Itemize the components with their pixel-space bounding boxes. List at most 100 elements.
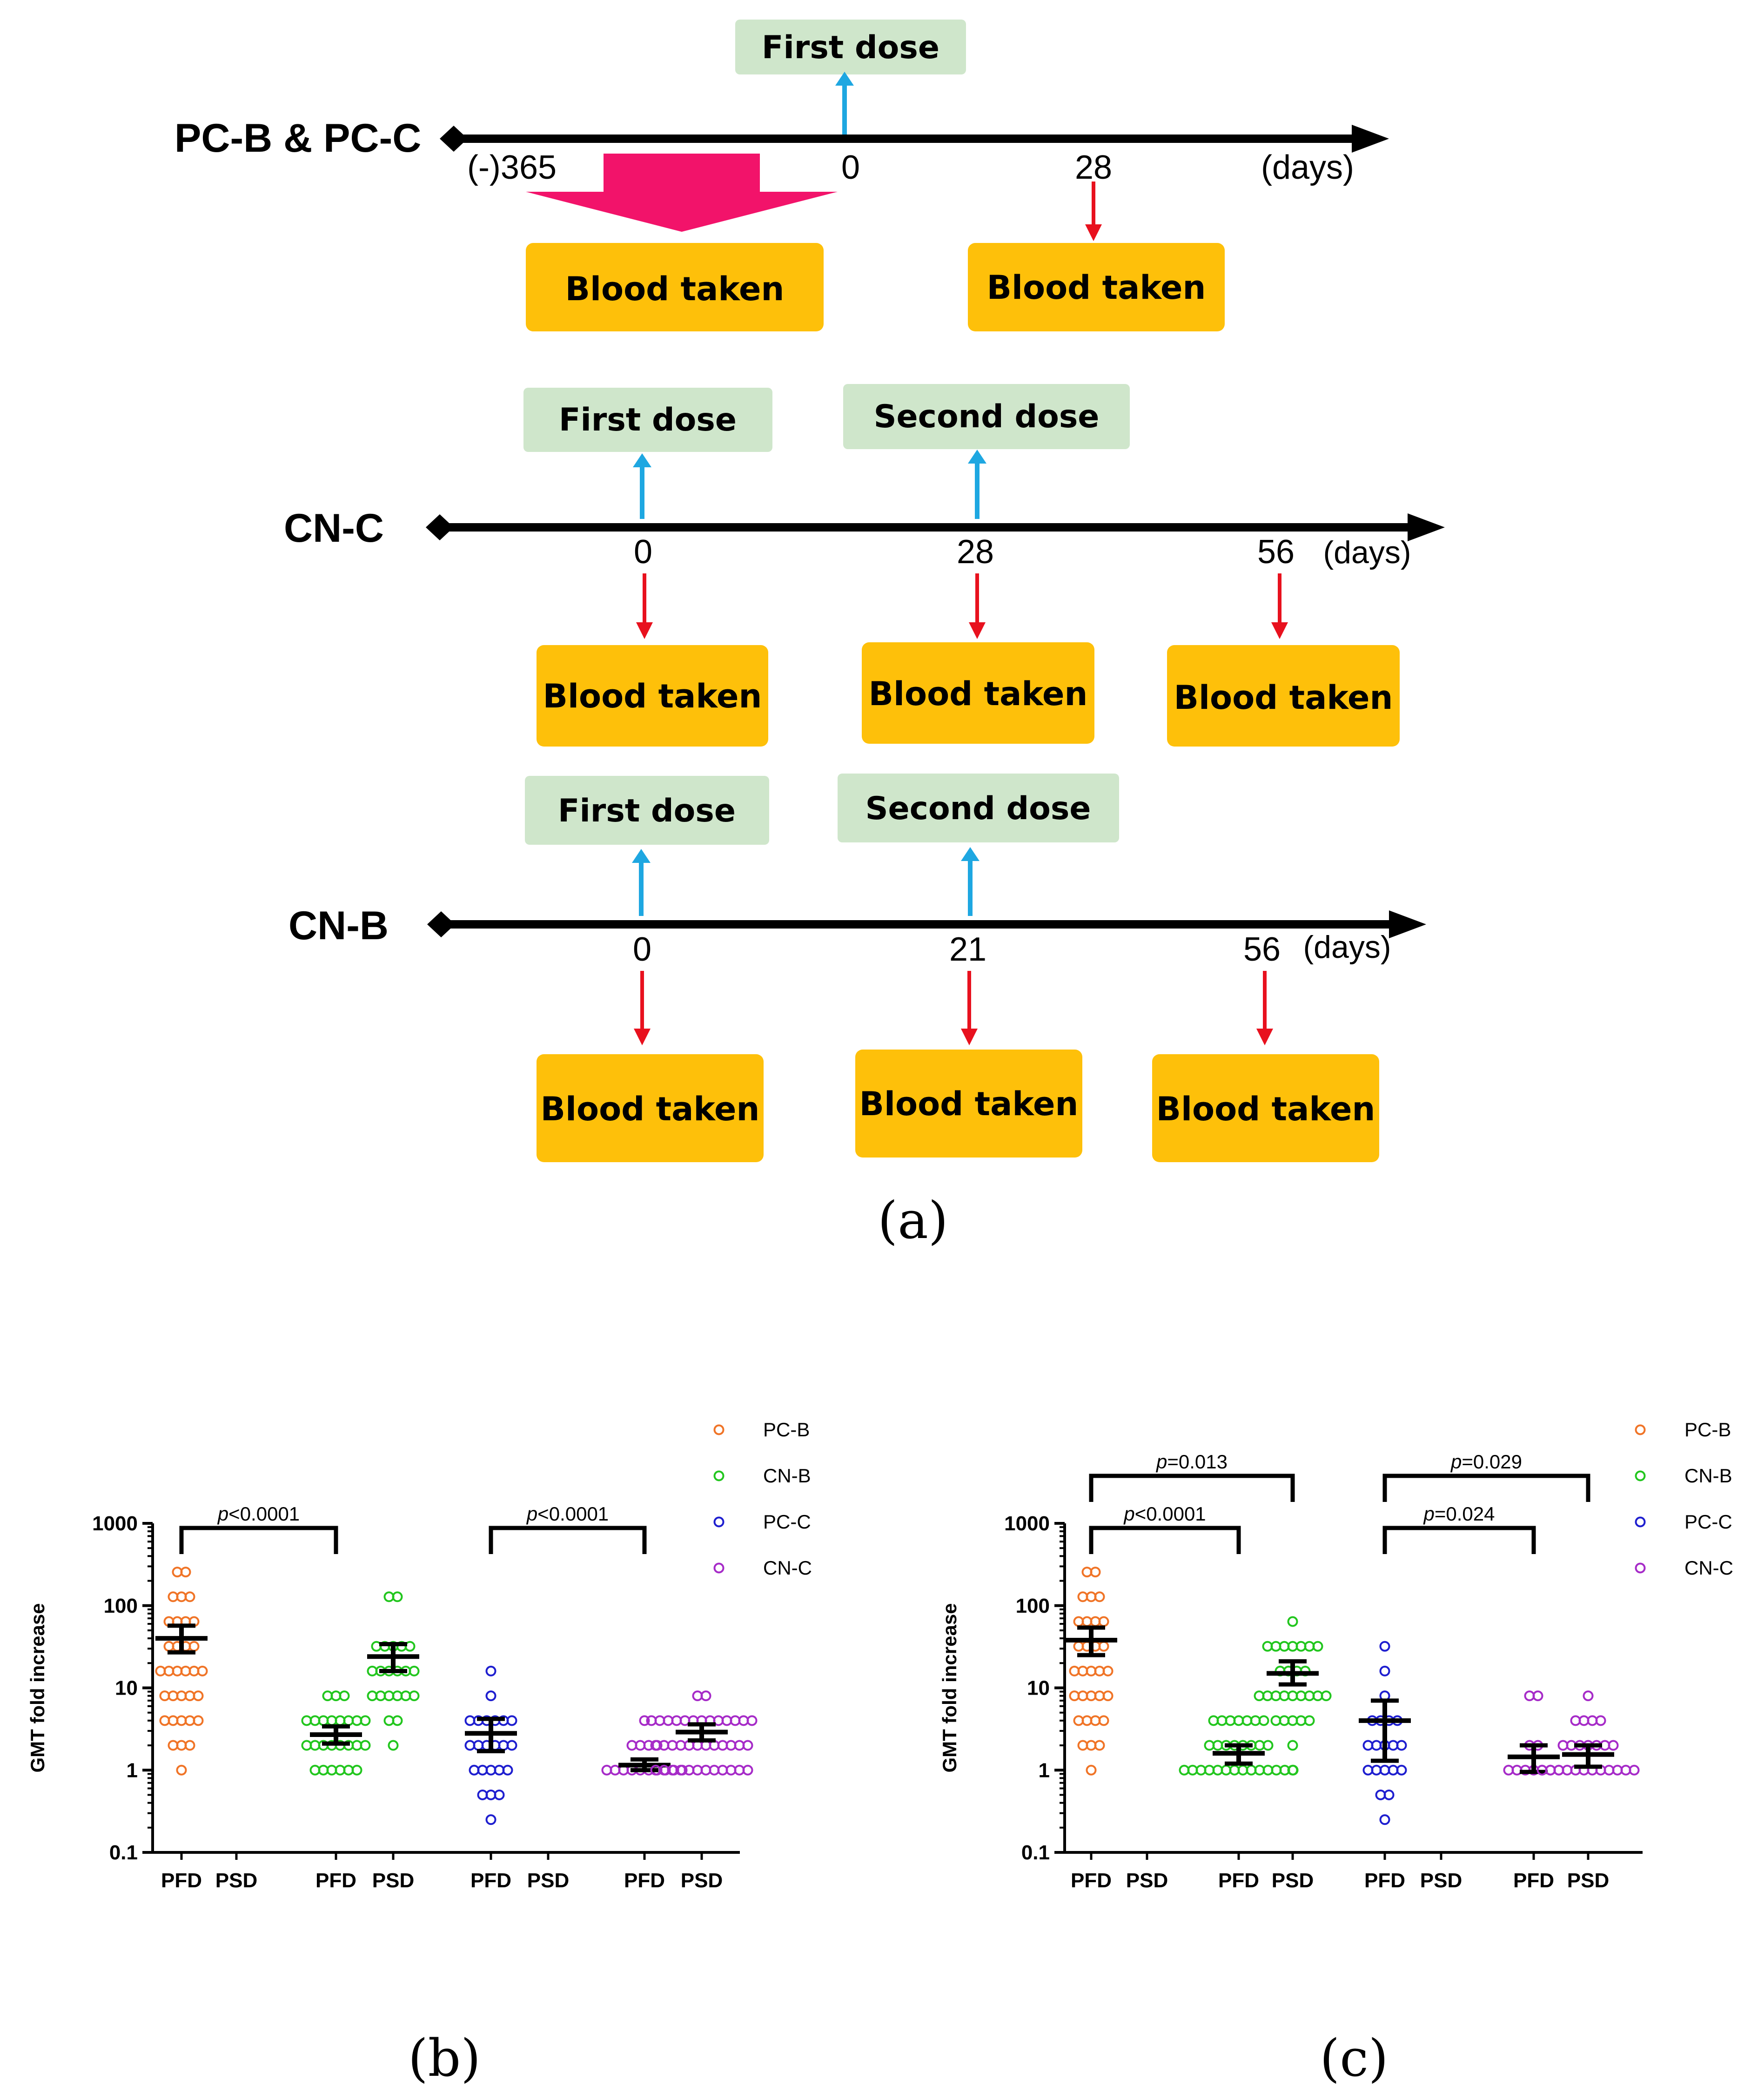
data-point [184,1740,195,1751]
y-tick-label: 100 [1016,1595,1050,1617]
legend-label: CN-B [1684,1465,1732,1487]
data-point [1379,1641,1390,1652]
tick-label: 0 [841,149,860,186]
panel-label: (c) [1320,2028,1388,2088]
data-point [1379,1665,1390,1676]
blood-arrow-head [1271,622,1288,639]
p-value-label: p<0.0001 [526,1503,609,1525]
x-tick-label: PFD [470,1869,511,1892]
x-tick-label: PFD [1071,1869,1112,1892]
data-point [360,1715,371,1726]
first-dose-label: First dose [762,29,939,66]
blood-arrow-head [961,1029,978,1045]
second-dose-label: Second dose [865,790,1091,827]
data-point [1090,1567,1101,1578]
data-point [1379,1814,1390,1825]
data-point [746,1715,758,1726]
timeline-name: CN-B [288,903,389,948]
legend-marker [713,1516,725,1528]
data-point [485,1814,496,1825]
data-point [1583,1690,1594,1702]
second-dose-box [843,384,1130,449]
timeline-axis-head [1352,125,1389,153]
data-point [193,1715,204,1726]
data-point [1304,1715,1315,1726]
panel-a-timelines: First dose PC-B & PC-C (-)365 0 28 (days… [174,20,1445,1250]
y-tick-label: 10 [115,1677,138,1700]
data-point [1098,1715,1109,1726]
first-dose-box [523,388,772,452]
data-point [392,1591,403,1602]
timeline-pcb-pcc: First dose PC-B & PC-C (-)365 0 28 (days… [174,20,1389,331]
blood-label: Blood taken [987,269,1206,307]
data-point [1262,1740,1274,1751]
data-point [1595,1715,1606,1726]
data-point [1383,1789,1395,1800]
data-point [1102,1690,1114,1702]
data-point [409,1690,420,1702]
y-tick-label: 0.1 [1021,1841,1050,1864]
data-point [1396,1740,1407,1751]
timeline-start-diamond [440,126,468,152]
timeline-name: CN-C [284,506,384,551]
data-point [639,1715,650,1726]
unit-label: (days) [1303,929,1391,965]
legend-marker [713,1470,725,1481]
blood-box [855,1050,1082,1158]
data-point [184,1591,195,1602]
panel-label: (b) [408,2028,481,2088]
data-point [742,1764,753,1776]
blood-box [526,243,824,331]
significance-bracket [1089,1474,1295,1502]
data-point [1287,1740,1298,1751]
y-tick-label: 1000 [92,1512,138,1535]
data-point [1312,1641,1323,1652]
x-tick-label: PFD [315,1869,356,1892]
legend-label: CN-C [763,1557,812,1579]
legend-marker [713,1562,725,1574]
blood-label: Blood taken [565,270,785,308]
data-point [1102,1665,1114,1676]
panel-a-label: (a) [878,1191,948,1250]
blood-arrow-head [634,1029,651,1045]
blood-box [537,645,768,747]
data-point [1094,1740,1105,1751]
blood-arrow-head [1085,224,1102,241]
x-tick-label: PFD [1513,1869,1554,1892]
significance-bracket [1089,1526,1241,1554]
data-point [180,1567,191,1578]
p-value-label: p=0.029 [1450,1451,1522,1473]
data-point [351,1764,362,1776]
data-point [502,1764,513,1776]
x-tick-label: PSD [1126,1869,1168,1892]
unit-label: (days) [1323,535,1411,570]
first-dose-box [525,776,769,845]
timeline-name: PC-B & PC-C [174,116,421,161]
blood-box [1152,1054,1379,1162]
data-point [700,1690,711,1702]
legend-marker [1635,1562,1646,1574]
x-tick-label: PFD [624,1869,665,1892]
data-point [193,1690,204,1702]
significance-bracket [489,1526,647,1554]
blood-arrow-head [1256,1029,1273,1045]
data-point [742,1740,753,1751]
blood-label: Blood taken [1174,679,1393,717]
data-point [485,1690,496,1702]
legend-label: PC-C [1684,1511,1732,1533]
timeline-cnb: First dose Second dose CN-B 0 21 56 (day… [288,774,1426,1162]
tick-label: 28 [1075,149,1112,186]
x-tick-label: PSD [681,1869,723,1892]
data-point [1608,1740,1619,1751]
x-tick-label: PSD [215,1869,257,1892]
tick-label: 21 [949,931,986,968]
timeline-start-diamond [427,911,455,937]
blood-box [537,1054,764,1162]
tick-label: (-)365 [467,149,557,186]
data-point [404,1641,416,1652]
legend-label: CN-C [1684,1557,1733,1579]
data-point [360,1740,371,1751]
